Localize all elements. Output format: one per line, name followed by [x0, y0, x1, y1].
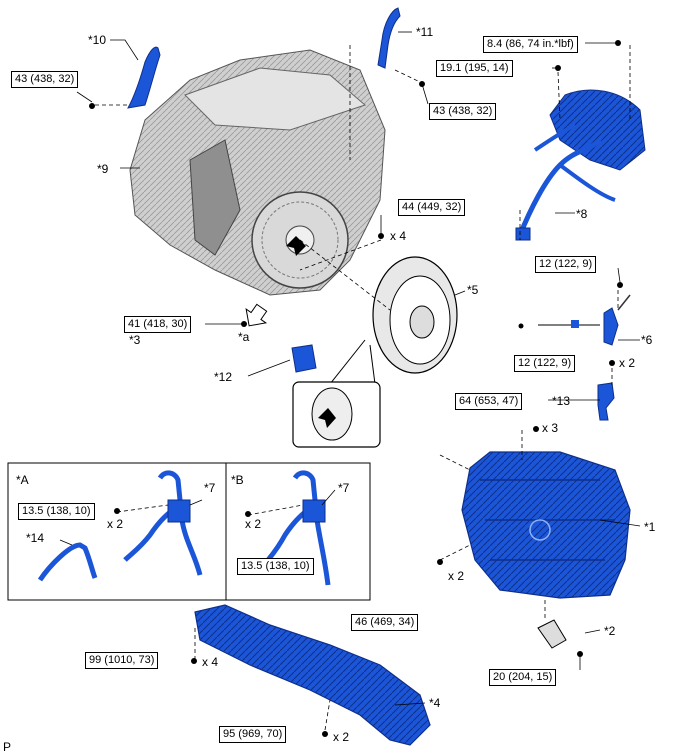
leader-lines	[59, 31, 641, 706]
torque-8-4: 8.4 (86, 74 in.*lbf)	[483, 36, 578, 53]
torque-64: 64 (653, 47)	[455, 393, 523, 410]
torque-13-5-a: 13.5 (138, 10)	[18, 503, 95, 520]
qty-12: x 2	[619, 356, 636, 370]
callout-7b: *7	[338, 481, 350, 495]
part-12-plug	[291, 344, 317, 373]
callout-7a: *7	[204, 481, 216, 495]
callout-9: *9	[97, 162, 109, 176]
qty-95: x 2	[333, 730, 350, 744]
qty-13-5-a: x 2	[107, 517, 124, 531]
part-1-transaxle	[461, 451, 631, 599]
callout-2: *2	[604, 624, 616, 638]
part-13-bracket	[597, 382, 615, 421]
arrow-a-icon	[245, 303, 268, 327]
part-4-crossmember	[194, 604, 431, 746]
engine-assembly	[129, 49, 386, 296]
callout-13: *13	[552, 394, 571, 408]
callout-B: *B	[231, 473, 244, 487]
figure-code-p: P	[3, 740, 12, 754]
callout-6: *6	[641, 333, 653, 347]
callout-10: *10	[88, 33, 107, 47]
bolt-markers	[89, 40, 623, 737]
qty-44: x 4	[390, 229, 407, 243]
torque-99: 99 (1010, 73)	[85, 652, 159, 669]
callout-3: *3	[129, 333, 141, 347]
part-6-sensor	[518, 294, 631, 346]
torque-44: 44 (449, 32)	[398, 199, 466, 216]
callout-8: *8	[576, 207, 588, 221]
callout-5: *5	[467, 283, 479, 297]
callout-4: *4	[429, 696, 441, 710]
detail-b-hoses	[266, 470, 331, 586]
torque-46: 46 (469, 34)	[351, 614, 419, 631]
callout-A: *A	[16, 473, 29, 487]
detail-box-frame	[7, 462, 371, 601]
callout-1: *1	[644, 520, 656, 534]
part-10-hose	[127, 46, 161, 109]
callout-14: *14	[26, 531, 45, 545]
qty-46: x 2	[448, 569, 465, 583]
callout-12: *12	[214, 370, 233, 384]
detail-a-hoses	[37, 470, 203, 582]
torque-41: 41 (418, 30)	[124, 316, 192, 333]
callout-a: *a	[238, 330, 250, 344]
part-11-pipe	[377, 7, 401, 69]
part-8-harness	[515, 89, 646, 241]
torque-13-5-b: 13.5 (138, 10)	[237, 558, 314, 575]
torque-12-top: 12 (122, 9)	[535, 256, 597, 273]
qty-64: x 3	[542, 421, 559, 435]
part-2-sensor	[537, 619, 567, 649]
callout-11: *11	[416, 25, 434, 39]
dashed-assembly-lines	[95, 45, 631, 731]
torque-95: 95 (969, 70)	[219, 726, 287, 743]
torque-43-right: 43 (438, 32)	[429, 103, 497, 120]
torque-20: 20 (204, 15)	[489, 669, 557, 686]
torque-12-bottom: 12 (122, 9)	[514, 355, 576, 372]
qty-99: x 4	[202, 655, 219, 669]
part-5-torque-converter	[372, 256, 458, 374]
torque-19-1: 19.1 (195, 14)	[436, 60, 513, 77]
qty-13-5-b: x 2	[245, 517, 262, 531]
torque-43-left: 43 (438, 32)	[11, 71, 79, 88]
